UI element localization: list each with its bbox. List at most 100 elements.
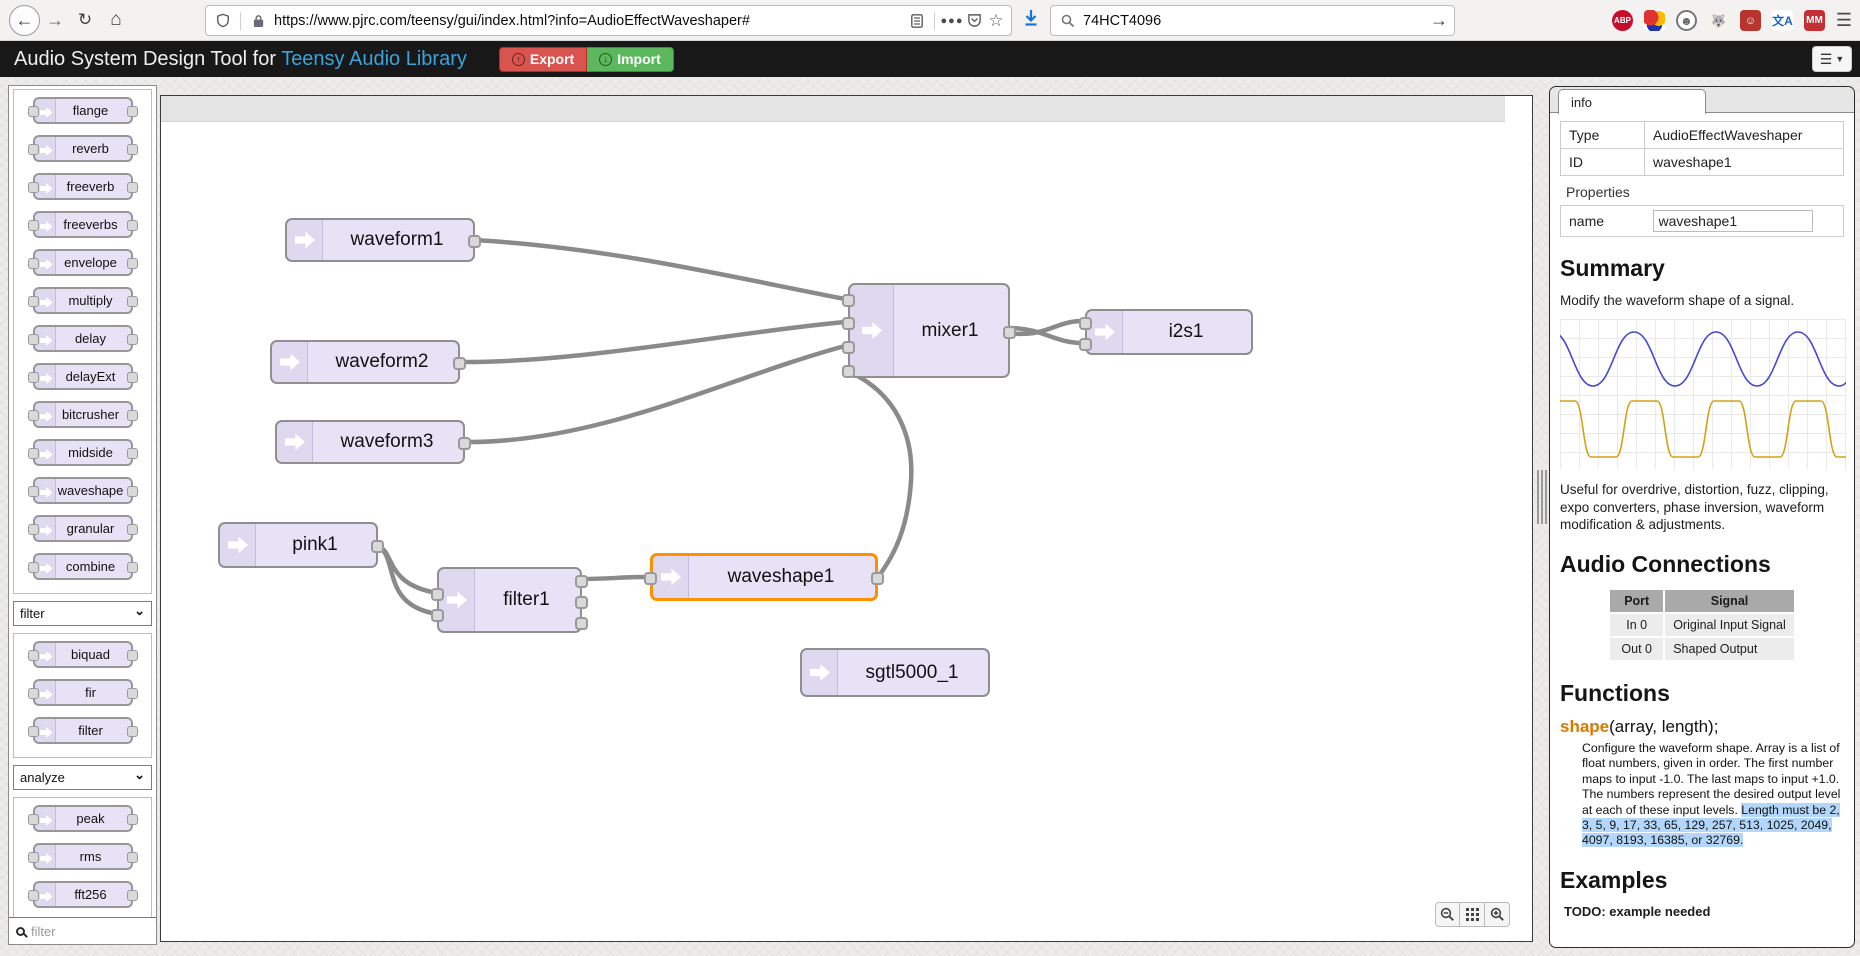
palette-item-peak[interactable]: peak [27, 805, 138, 832]
output-port [126, 220, 138, 231]
output-port[interactable] [468, 235, 481, 248]
zoom-in-button[interactable] [1485, 902, 1510, 927]
palette-item-filter[interactable]: filter [27, 717, 138, 744]
output-port [126, 372, 138, 383]
palette-item-combine[interactable]: combine [27, 553, 138, 580]
palette-item-label: waveshape [57, 483, 124, 498]
node-i2s1[interactable]: i2s1 [1079, 309, 1253, 355]
name-input[interactable] [1652, 210, 1813, 232]
node-pink1[interactable]: pink1 [218, 522, 384, 568]
output-port[interactable] [453, 357, 466, 370]
palette-item-delay[interactable]: delay [27, 325, 138, 352]
download-icon[interactable] [1022, 8, 1040, 33]
palette-item-waveshape[interactable]: waveshape [27, 477, 138, 504]
input-port[interactable] [842, 294, 855, 307]
function-signature: shape(array, length); [1560, 717, 1844, 737]
properties-table: name [1560, 205, 1844, 237]
tab-info[interactable]: info [1558, 89, 1706, 114]
palette-item-fir[interactable]: fir [27, 679, 138, 706]
connections-table: Port Signal In 0 Original Input Signal O… [1608, 588, 1796, 662]
palette-item-rms[interactable]: rms [27, 843, 138, 870]
node-arrow-icon [39, 487, 53, 498]
flow-canvas[interactable]: waveform1 waveform2 waveform3 mixer1 i2s… [160, 95, 1533, 942]
input-port[interactable] [842, 365, 855, 378]
bookmark-star-icon[interactable]: ☆ [988, 10, 1004, 30]
output-port[interactable] [575, 596, 588, 609]
app-menu-button[interactable]: ☰▼ [1812, 46, 1852, 72]
id-value: waveshape1 [1644, 148, 1844, 176]
search-go-icon[interactable]: → [1430, 10, 1448, 30]
node-waveform2[interactable]: waveform2 [270, 340, 466, 384]
palette-item-bitcrusher[interactable]: bitcrusher [27, 401, 138, 428]
output-port[interactable] [458, 437, 471, 450]
red-smiley-extension-icon[interactable]: ☺ [1740, 10, 1761, 31]
home-icon[interactable]: ⌂ [110, 9, 122, 30]
forward-icon[interactable]: → [46, 9, 64, 30]
output-port[interactable] [575, 617, 588, 630]
node-waveshape1[interactable]: waveshape1 [644, 553, 884, 601]
user-circle-extension-icon[interactable]: ☻ [1676, 10, 1697, 31]
palette-item-reverb[interactable]: reverb [27, 135, 138, 162]
palette-item-label: fir [85, 685, 96, 700]
filter-category-select[interactable]: filter⌄ [13, 601, 152, 626]
zoom-reset-button[interactable] [1460, 902, 1485, 927]
output-port[interactable] [871, 572, 884, 585]
node-mixer1[interactable]: mixer1 [842, 283, 1016, 378]
palette-item-midside[interactable]: midside [27, 439, 138, 466]
output-port [126, 258, 138, 269]
translate-extension-icon[interactable]: 文A [1772, 10, 1793, 31]
browser-menu-icon[interactable]: ☰ [1835, 10, 1852, 30]
export-button[interactable]: ↑ Export [498, 46, 588, 72]
node-filter1[interactable]: filter1 [431, 567, 588, 633]
palette-item-freeverbs[interactable]: freeverbs [27, 211, 138, 238]
red-m-extension-icon[interactable]: MM [1804, 10, 1825, 31]
search-bar[interactable]: → [1050, 5, 1455, 36]
palette-item-flange[interactable]: flange [27, 97, 138, 124]
palette-item-multiply[interactable]: multiply [27, 287, 138, 314]
shield-icon[interactable] [212, 13, 234, 28]
fox-face-extension-icon[interactable]: 🐺 [1708, 10, 1729, 31]
node-waveform3[interactable]: waveform3 [275, 420, 471, 464]
colored-spheres-extension-icon[interactable] [1644, 10, 1665, 31]
node-sgtl5000_1[interactable]: sgtl5000_1 [800, 648, 990, 697]
pocket-icon[interactable] [963, 13, 985, 28]
reload-icon[interactable]: ↻ [77, 10, 93, 29]
node-waveform1[interactable]: waveform1 [285, 218, 481, 262]
web-search-input[interactable] [1083, 12, 1424, 29]
url-text[interactable]: https://www.pjrc.com/teensy/gui/index.ht… [274, 12, 750, 29]
signal-column-header: Signal [1665, 590, 1794, 613]
input-port[interactable] [842, 317, 855, 330]
page-actions-icon[interactable]: ●●● [940, 14, 964, 27]
output-port[interactable] [1003, 326, 1016, 339]
reader-mode-icon[interactable] [906, 13, 928, 28]
input-port[interactable] [1079, 338, 1092, 351]
zoom-out-button[interactable] [1435, 902, 1460, 927]
palette-item-label: delay [74, 331, 107, 346]
analyze-category-select[interactable]: analyze⌄ [13, 765, 152, 790]
output-port[interactable] [575, 575, 588, 588]
input-port[interactable] [431, 609, 444, 622]
panel-resize-handle[interactable] [1537, 470, 1547, 524]
import-button[interactable]: ↓ Import [587, 46, 674, 72]
palette-item-envelope[interactable]: envelope [27, 249, 138, 276]
input-port[interactable] [431, 588, 444, 601]
type-value: AudioEffectWaveshaper [1644, 121, 1844, 149]
adblock-extension-icon[interactable]: ABP [1612, 10, 1633, 31]
palette-item-freeverb[interactable]: freeverb [27, 173, 138, 200]
palette-item-granular[interactable]: granular [27, 515, 138, 542]
palette-item-fft256[interactable]: fft256 [27, 881, 138, 908]
input-port[interactable] [1079, 317, 1092, 330]
palette-item-biquad[interactable]: biquad [27, 641, 138, 668]
input-port[interactable] [644, 572, 657, 585]
back-icon[interactable]: ← [9, 4, 40, 36]
url-bar[interactable]: https://www.pjrc.com/teensy/gui/index.ht… [205, 5, 1012, 36]
canvas-horizontal-scrollbar[interactable] [161, 96, 1505, 122]
output-port [126, 410, 138, 421]
palette-item-delayExt[interactable]: delayExt [27, 363, 138, 390]
palette-filter-input[interactable] [31, 923, 131, 939]
output-port[interactable] [371, 540, 384, 553]
teensy-audio-library-link[interactable]: Teensy Audio Library [281, 47, 467, 70]
input-port[interactable] [842, 341, 855, 354]
palette-item-label: reverb [72, 141, 109, 156]
lock-icon[interactable] [247, 14, 269, 28]
